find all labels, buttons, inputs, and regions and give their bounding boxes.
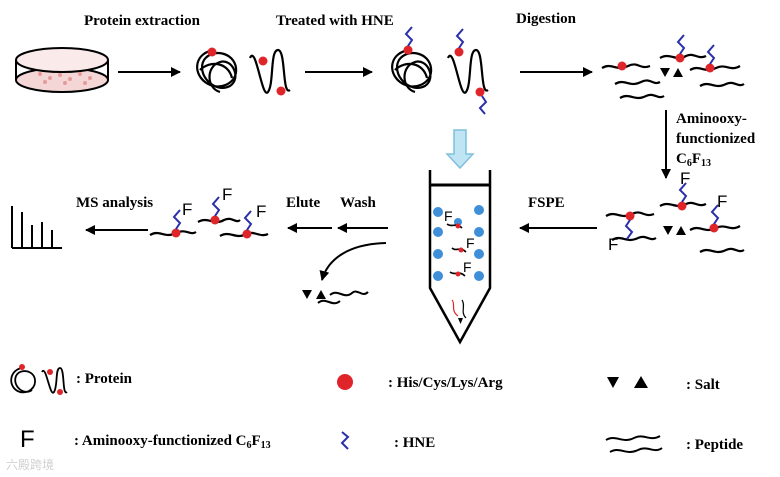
legend-residue-icon bbox=[337, 374, 353, 390]
f-tag-icon: F bbox=[182, 200, 193, 219]
f-tag-icon: F bbox=[463, 259, 472, 275]
arrow-waste bbox=[319, 242, 387, 281]
ms-spectrum-icon bbox=[11, 206, 62, 249]
legend-salt-label: : Salt bbox=[686, 377, 720, 393]
hne-chain-icon bbox=[404, 26, 488, 115]
legend-hne-label: : HNE bbox=[394, 435, 436, 451]
legend-protein-label: : Protein bbox=[76, 371, 132, 387]
legend-f-icon: F bbox=[20, 426, 35, 453]
peptide-icon bbox=[601, 53, 745, 100]
load-arrow-icon bbox=[445, 129, 475, 170]
fspe-column-icon bbox=[428, 170, 492, 345]
hne-protein-icon bbox=[391, 48, 489, 94]
f-tag-icon: F bbox=[444, 208, 453, 224]
f-tag-icon: F bbox=[256, 202, 267, 221]
waste-icon bbox=[302, 290, 369, 305]
label-protein-extraction: Protein extraction bbox=[84, 13, 200, 29]
f-tag-icon: F bbox=[608, 235, 619, 254]
watermark: 六殿跨境 bbox=[6, 458, 55, 472]
label-fspe: FSPE bbox=[528, 195, 565, 211]
label-aminooxy: Aminooxy- bbox=[676, 111, 747, 127]
legend-salt-icon bbox=[607, 376, 648, 388]
label-elute: Elute bbox=[286, 195, 321, 211]
legend-aminooxy-label: : Aminooxy-functionized C6F13 bbox=[74, 433, 271, 451]
label-ms-analysis: MS analysis bbox=[76, 195, 154, 211]
legend-protein-icon bbox=[10, 367, 68, 394]
legend-residue-label: : His/Cys/Lys/Arg bbox=[388, 375, 503, 391]
label-c6f13: C6F13 bbox=[676, 151, 712, 169]
petri-dish-icon bbox=[15, 47, 109, 93]
label-wash: Wash bbox=[340, 195, 376, 211]
legend-hne-icon bbox=[340, 431, 350, 450]
label-digestion: Digestion bbox=[516, 11, 576, 27]
f-tag-icon: F bbox=[717, 192, 728, 211]
f-tag-icon: F bbox=[466, 235, 475, 251]
f-tag-icon: F bbox=[222, 185, 233, 204]
legend-peptide-label: : Peptide bbox=[686, 437, 744, 453]
protein-icon bbox=[196, 48, 291, 94]
label-functionized: functionized bbox=[676, 131, 756, 147]
legend-peptide-icon bbox=[605, 435, 663, 453]
label-treated-hne: Treated with HNE bbox=[276, 13, 394, 29]
f-tag-icon: F bbox=[680, 169, 691, 188]
